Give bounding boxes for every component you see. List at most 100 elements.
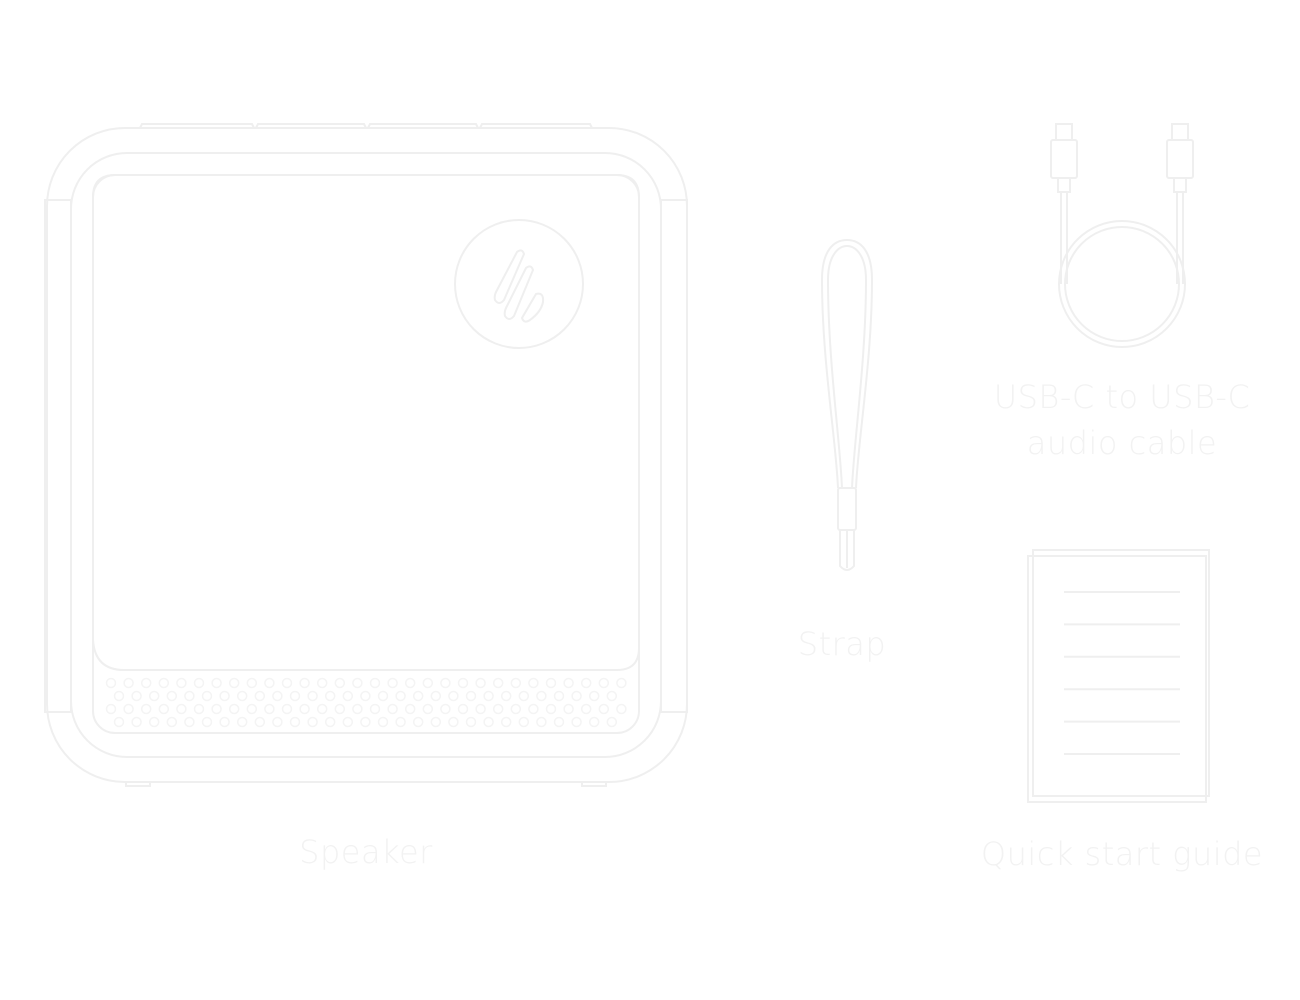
grille-hole <box>545 677 557 689</box>
grille-hole <box>404 677 416 689</box>
grille-hole <box>580 677 592 689</box>
cable-coil-inner <box>1064 226 1180 342</box>
grille-hole <box>545 703 557 715</box>
grille-hole <box>475 703 486 715</box>
grille-hole <box>211 703 222 715</box>
grille-hole <box>510 677 522 689</box>
grille-hole <box>131 716 142 728</box>
speaker-logo-circle <box>454 219 584 349</box>
grille-hole <box>412 716 424 728</box>
grille-hole <box>606 690 618 702</box>
grille-hole <box>219 690 230 702</box>
cable-label-line2: audio cable <box>1026 424 1218 462</box>
grille-hole <box>387 677 398 689</box>
grille-hole <box>184 690 195 702</box>
grille-hole <box>422 703 434 715</box>
grille-hole <box>536 716 547 728</box>
grille-hole <box>571 690 582 702</box>
speaker-side-bumper-right <box>660 199 688 713</box>
grille-hole <box>510 703 522 715</box>
grille-hole <box>448 690 459 702</box>
grille-hole <box>334 677 346 689</box>
grille-hole <box>616 703 627 715</box>
grille-hole <box>352 677 363 689</box>
speaker-grille <box>105 677 627 728</box>
grille-hole <box>105 677 117 689</box>
grille-hole <box>236 716 248 728</box>
grille-hole <box>536 690 547 702</box>
guide-label: Quick start guide <box>980 835 1264 873</box>
grille-hole <box>316 703 328 715</box>
grille-hole <box>176 703 187 715</box>
grille-hole <box>465 690 477 702</box>
guide-front-page <box>1032 549 1210 797</box>
grille-hole <box>404 703 416 715</box>
speaker-top-button <box>255 123 367 129</box>
grille-hole <box>246 677 258 689</box>
grille-hole <box>448 716 459 728</box>
grille-hole <box>395 716 406 728</box>
grille-hole <box>228 677 240 689</box>
grille-hole <box>518 690 530 702</box>
grille-hole <box>377 716 389 728</box>
grille-hole <box>588 716 600 728</box>
strap-tail <box>839 530 855 571</box>
grille-hole <box>571 716 582 728</box>
grille-hole <box>193 677 205 689</box>
grille-hole <box>166 716 178 728</box>
grille-hole <box>563 677 574 689</box>
grille-hole <box>352 703 363 715</box>
cable-label: USB-C to USB-C audio cable <box>972 374 1272 466</box>
grille-hole <box>307 716 318 728</box>
grille-hole <box>412 690 424 702</box>
grille-hole <box>289 716 301 728</box>
cable-coil-outer <box>1058 220 1186 348</box>
grille-hole <box>475 677 486 689</box>
grille-hole <box>281 677 293 689</box>
grille-hole <box>113 716 125 728</box>
grille-hole <box>131 690 142 702</box>
cable-label-line1: USB-C to USB-C <box>993 378 1251 416</box>
grille-hole <box>465 716 477 728</box>
guide-back-page <box>1027 555 1207 803</box>
grille-hole <box>430 716 442 728</box>
strap-label: Strap <box>797 625 887 663</box>
grille-hole <box>140 677 152 689</box>
strap-loop-inner <box>826 244 868 489</box>
grille-hole <box>148 716 160 728</box>
grille-hole <box>324 690 336 702</box>
speaker-top-button <box>479 123 593 129</box>
grille-hole <box>272 690 283 702</box>
grille-hole <box>334 703 346 715</box>
speaker-top-button <box>139 123 255 129</box>
grille-hole <box>219 716 230 728</box>
speaker-side-bumper-left <box>44 199 72 713</box>
grille-hole <box>289 690 301 702</box>
strap-loop-outer <box>820 238 874 489</box>
grille-hole <box>518 716 530 728</box>
grille-hole <box>105 703 117 715</box>
grille-hole <box>457 703 469 715</box>
guide-text-lines <box>1064 591 1180 755</box>
grille-hole <box>553 716 565 728</box>
grille-hole <box>123 677 134 689</box>
grille-hole <box>369 703 381 715</box>
grille-hole <box>563 703 574 715</box>
grille-hole <box>528 703 539 715</box>
grille-hole <box>299 703 310 715</box>
cable-plug-left-neck <box>1057 177 1071 193</box>
grille-hole <box>201 716 213 728</box>
grille-hole <box>140 703 152 715</box>
grille-hole <box>324 716 336 728</box>
grille-hole <box>395 690 406 702</box>
grille-hole <box>113 690 125 702</box>
grille-hole <box>500 690 512 702</box>
grille-hole <box>236 690 248 702</box>
grille-hole <box>500 716 512 728</box>
grille-hole <box>123 703 134 715</box>
grille-hole <box>422 677 434 689</box>
